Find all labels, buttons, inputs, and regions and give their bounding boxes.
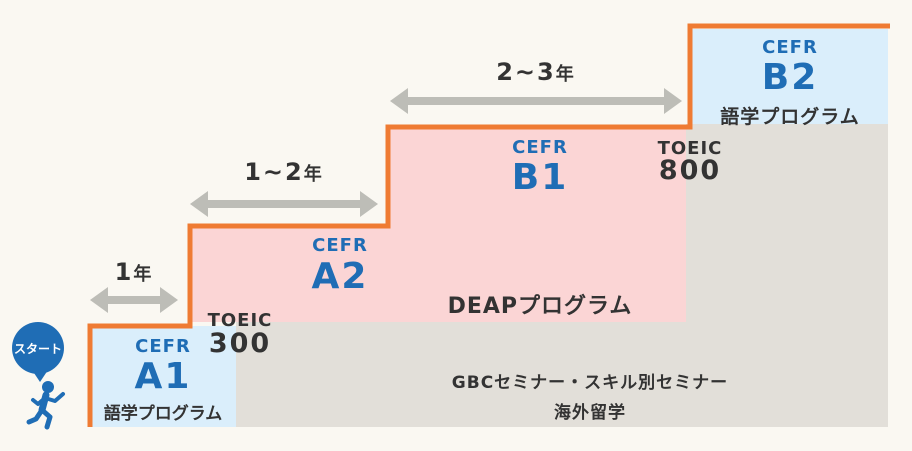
duration-arrow-2 xyxy=(190,191,378,217)
a1-program: 語学プログラム xyxy=(103,404,223,424)
duration-3-number: 2~3 xyxy=(496,58,556,86)
toeic-800-score: 800 xyxy=(658,155,722,186)
b1-level: B1 xyxy=(511,157,569,198)
toeic-300-label: TOEIC xyxy=(207,310,273,331)
b2-block xyxy=(690,29,888,124)
b2-cefr-label: CEFR xyxy=(762,37,818,58)
stair-line xyxy=(87,23,890,427)
a2-cefr-label: CEFR xyxy=(312,235,368,256)
start-label: スタート xyxy=(13,342,62,356)
b2-level: B2 xyxy=(761,57,819,98)
duration-2-number: 1~2 xyxy=(244,158,304,186)
seminar-block xyxy=(236,124,888,427)
b1-cefr-label: CEFR xyxy=(512,137,568,158)
runner-icon xyxy=(26,381,65,430)
duration-1-label: 1年 xyxy=(90,258,178,286)
duration-3-unit: 年 xyxy=(555,64,576,85)
a1-level: A1 xyxy=(134,356,192,397)
duration-arrow-3 xyxy=(390,88,682,114)
toeic-300-score: 300 xyxy=(208,328,272,359)
duration-2-unit: 年 xyxy=(303,164,324,185)
b2-program: 語学プログラム xyxy=(720,106,860,128)
duration-3-label: 2~3年 xyxy=(390,58,682,86)
deap-program: DEAPプログラム xyxy=(447,294,633,319)
a2-level: A2 xyxy=(311,256,369,297)
duration-arrow-1 xyxy=(90,287,178,313)
deap-block xyxy=(190,128,686,322)
a1-cefr-label: CEFR xyxy=(135,336,191,357)
seminar-label: GBCセミナー・スキル別セミナー xyxy=(451,373,729,393)
toeic-800-label: TOEIC xyxy=(657,138,723,159)
duration-1-unit: 年 xyxy=(133,264,154,285)
a1-block xyxy=(90,326,236,427)
duration-1-number: 1 xyxy=(114,258,134,286)
start-bubble xyxy=(12,322,64,382)
duration-2-label: 1~2年 xyxy=(190,158,378,186)
study-abroad-label: 海外留学 xyxy=(554,403,626,423)
